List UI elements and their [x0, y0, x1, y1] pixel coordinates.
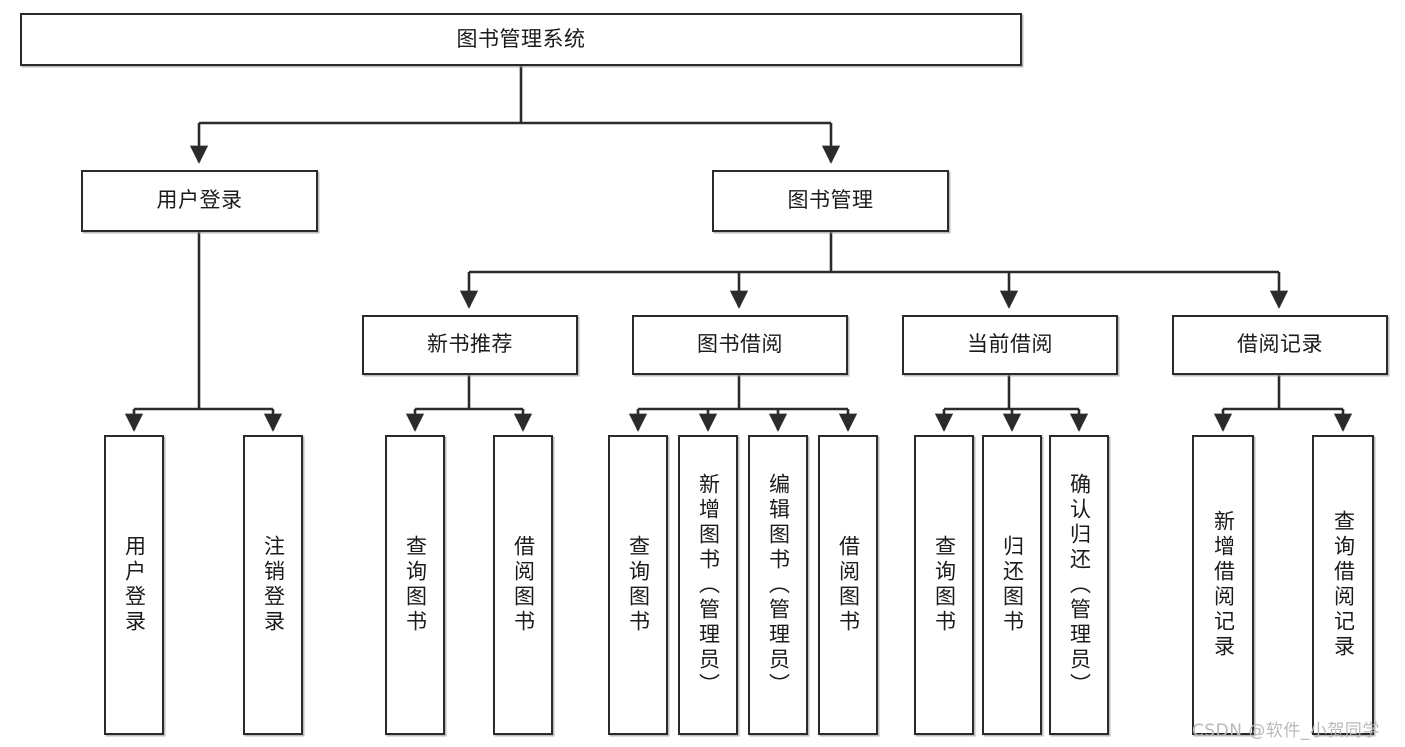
leaf-user-login-login[interactable]: 用户登录 — [104, 435, 164, 735]
leaf-book-borrow-add[interactable]: 新增图书（管理员） — [678, 435, 738, 735]
leaf-current-borrow-query[interactable]: 查询图书 — [914, 435, 974, 735]
node-root-label: 图书管理系统 — [456, 26, 586, 51]
leaf-book-borrow-add-label: 新增图书（管理员） — [696, 472, 721, 698]
leaf-book-borrow-query-label: 查询图书 — [626, 535, 651, 635]
leaf-book-borrow-borrow[interactable]: 借阅图书 — [818, 435, 878, 735]
leaf-new-book-query[interactable]: 查询图书 — [385, 435, 445, 735]
node-new-book-recommend-label: 新书推荐 — [427, 332, 513, 357]
leaf-current-borrow-confirm-return[interactable]: 确认归还（管理员） — [1049, 435, 1109, 735]
leaf-borrow-record-add-label: 新增借阅记录 — [1211, 510, 1236, 660]
leaf-new-book-borrow[interactable]: 借阅图书 — [493, 435, 553, 735]
node-book-borrow[interactable]: 图书借阅 — [632, 315, 848, 375]
csdn-watermark: CSDN @软件_小贺同学 — [1192, 721, 1380, 741]
leaf-current-borrow-return-label: 归还图书 — [1000, 535, 1025, 635]
edges-userlogin-to-leaves — [124, 232, 283, 432]
leaf-borrow-record-query[interactable]: 查询借阅记录 — [1312, 435, 1374, 735]
node-user-login-label: 用户登录 — [156, 188, 243, 213]
node-borrow-record-label: 借阅记录 — [1237, 332, 1323, 357]
node-current-borrow[interactable]: 当前借阅 — [902, 315, 1118, 375]
edges-newbook-to-leaves — [405, 375, 533, 432]
node-user-login[interactable]: 用户登录 — [81, 170, 318, 232]
node-borrow-record[interactable]: 借阅记录 — [1172, 315, 1388, 375]
node-book-management-label: 图书管理 — [787, 188, 874, 213]
node-book-borrow-label: 图书借阅 — [697, 332, 783, 357]
edges-borrowrecord-to-leaves — [1213, 375, 1353, 432]
leaf-borrow-record-add[interactable]: 新增借阅记录 — [1192, 435, 1254, 735]
node-new-book-recommend[interactable]: 新书推荐 — [362, 315, 578, 375]
leaf-user-login-logout-label: 注销登录 — [261, 535, 286, 635]
leaf-user-login-logout[interactable]: 注销登录 — [243, 435, 303, 735]
leaf-current-borrow-confirm-return-label: 确认归还（管理员） — [1067, 472, 1092, 698]
node-book-management[interactable]: 图书管理 — [712, 170, 949, 232]
node-root-library-system[interactable]: 图书管理系统 — [20, 13, 1022, 66]
leaf-book-borrow-borrow-label: 借阅图书 — [836, 535, 861, 635]
edges-bookborrow-to-leaves — [628, 375, 858, 432]
leaf-book-borrow-edit-label: 编辑图书（管理员） — [766, 472, 791, 698]
leaf-current-borrow-query-label: 查询图书 — [932, 535, 957, 635]
node-current-borrow-label: 当前借阅 — [967, 332, 1053, 357]
leaf-book-borrow-query[interactable]: 查询图书 — [608, 435, 668, 735]
edges-root-to-level2 — [189, 66, 841, 164]
leaf-book-borrow-edit[interactable]: 编辑图书（管理员） — [748, 435, 808, 735]
leaf-new-book-query-label: 查询图书 — [403, 535, 428, 635]
leaf-user-login-login-label: 用户登录 — [122, 535, 147, 635]
edges-currentborrow-to-leaves — [934, 375, 1089, 432]
leaf-current-borrow-return[interactable]: 归还图书 — [982, 435, 1042, 735]
leaf-new-book-borrow-label: 借阅图书 — [511, 535, 536, 635]
leaf-borrow-record-query-label: 查询借阅记录 — [1331, 510, 1356, 660]
edges-bookmgmt-to-level3 — [459, 232, 1289, 309]
